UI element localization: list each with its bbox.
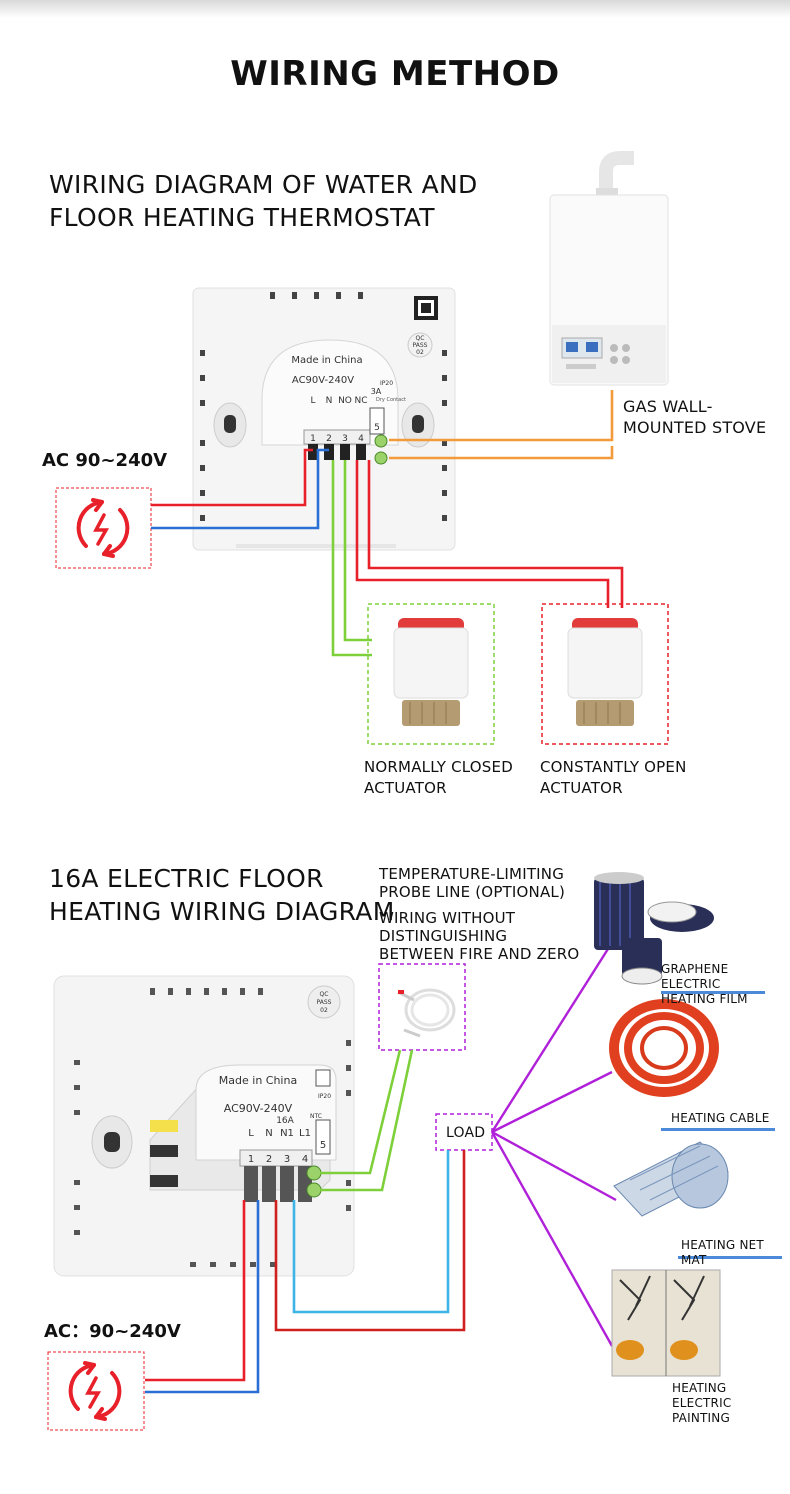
device2-terminal-l: L — [248, 1128, 254, 1139]
nc-actuator-box — [367, 603, 495, 745]
cable-underline — [661, 1128, 775, 1131]
device1-terminal-l: L — [310, 396, 315, 406]
device1-qc-3: 02 — [416, 349, 424, 356]
device1-number-3: 3 — [342, 434, 348, 444]
power-box-2 — [47, 1351, 145, 1431]
nc-actuator-label: NORMALLY CLOSED ACTUATOR — [364, 757, 513, 799]
probe-cable-image — [397, 988, 456, 1038]
device1-terminal-n: N — [326, 396, 333, 406]
device1-terminal-nc: NC — [354, 396, 367, 406]
net-mat-underline — [678, 1256, 782, 1259]
section1-heading-line2: FLOOR HEATING THERMOSTAT — [49, 203, 435, 232]
thermostat1-image — [192, 287, 456, 551]
device1-number-5: 5 — [374, 423, 380, 433]
device2-number-3: 3 — [284, 1154, 290, 1165]
load-electric-painting-label: HEATING ELECTRIC PAINTING — [672, 1381, 790, 1426]
device1-qc-1: QC — [416, 335, 425, 342]
electric-painting-image — [611, 1269, 721, 1377]
device1-made-in: Made in China — [291, 355, 362, 366]
wiring-label: WIRING WITHOUT DISTINGUISHING BETWEEN FI… — [379, 909, 579, 963]
wiring-label-line1: WIRING WITHOUT — [379, 909, 516, 927]
no-actuator-image — [567, 618, 643, 726]
gas-stove-image — [549, 151, 669, 386]
device2-terminal-n: N — [265, 1128, 272, 1139]
device1-current: 3A — [371, 387, 382, 396]
section2-heading-line1: 16A ELECTRIC FLOOR — [49, 864, 324, 893]
stove-label-line1: GAS WALL- — [623, 397, 713, 416]
power-icon-2 — [68, 1361, 122, 1421]
top-shadow — [0, 0, 790, 18]
device2-terminal-l1: L1 — [299, 1128, 311, 1139]
device2-made-in: Made in China — [219, 1074, 297, 1087]
no-actuator-label-line1: CONSTANTLY OPEN — [540, 758, 687, 776]
probe-label-line2: PROBE LINE (OPTIONAL) — [379, 883, 566, 901]
section1-power-label: AC 90~240V — [42, 450, 168, 471]
probe-label-line1: TEMPERATURE-LIMITING — [379, 865, 565, 883]
heating-net-mat-image — [613, 1141, 729, 1217]
device2-number-5: 5 — [320, 1140, 326, 1151]
stove-label-line2: MOUNTED STOVE — [623, 418, 767, 437]
section2-heading-line2: HEATING WIRING DIAGRAM — [49, 897, 395, 926]
page-title: WIRING METHOD — [230, 54, 560, 94]
electric-painting-label-line1: HEATING — [672, 1381, 727, 1395]
device2-number-4: 4 — [302, 1154, 308, 1165]
no-actuator-box — [541, 603, 669, 745]
device1-terminal-no: NO — [338, 396, 352, 406]
device1-number-2: 2 — [326, 434, 332, 444]
probe-label: TEMPERATURE-LIMITING PROBE LINE (OPTIONA… — [379, 865, 565, 901]
device1-dry-contact: Dry Contact — [376, 397, 406, 403]
graphene-film-label-line2: HEATING FILM — [661, 992, 748, 1006]
thermostat2-image — [53, 975, 355, 1277]
device2-terminal-n1: N1 — [280, 1128, 294, 1139]
section1-heading-line1: WIRING DIAGRAM OF WATER AND — [49, 170, 478, 199]
load-net-mat-label: HEATING NET MAT — [681, 1238, 764, 1267]
section1-diagram: Made in China AC90V-240V 3A IP20 Dry Con… — [55, 151, 669, 745]
device2-ip: IP20 — [318, 1093, 331, 1100]
device2-qc-2: PASS — [317, 999, 332, 1006]
wiring-label-line2: DISTINGUISHING — [379, 927, 508, 945]
power-icon-1 — [76, 498, 130, 558]
device1-qc-2: PASS — [413, 342, 428, 349]
load-label: LOAD — [446, 1125, 486, 1141]
device1-number-1: 1 — [310, 434, 316, 444]
device1-number-4: 4 — [358, 434, 364, 444]
device2-qc-3: 02 — [320, 1007, 328, 1014]
film-underline — [661, 991, 765, 994]
nc-actuator-image — [393, 618, 469, 726]
section1-wires — [151, 390, 624, 657]
load-connection-lines — [490, 929, 622, 1347]
nc-actuator-label-line1: NORMALLY CLOSED — [364, 758, 513, 776]
section2-heading: 16A ELECTRIC FLOOR HEATING WIRING DIAGRA… — [49, 862, 395, 928]
section2-power-label: AC：90~240V — [44, 1321, 181, 1342]
load-graphene-film-label: GRAPHENE ELECTRIC HEATING FILM — [661, 962, 790, 1007]
graphene-film-image — [594, 872, 714, 985]
device2-current: 16A — [276, 1116, 294, 1126]
stove-label: GAS WALL- MOUNTED STOVE — [623, 396, 766, 438]
wiring-label-line3: BETWEEN FIRE AND ZERO — [379, 945, 580, 963]
heating-cable-image — [609, 999, 719, 1097]
device2-number-2: 2 — [266, 1154, 272, 1165]
device2-ntc: NTC — [310, 1113, 322, 1120]
power-box-1 — [55, 487, 152, 569]
probe-box — [378, 963, 466, 1051]
electric-painting-label-line2: ELECTRIC PAINTING — [672, 1396, 732, 1425]
no-actuator-label: CONSTANTLY OPEN ACTUATOR — [540, 757, 687, 799]
device2-rating: AC90V-240V — [224, 1102, 293, 1115]
device1-ip: IP20 — [380, 380, 393, 387]
section2-wires — [145, 1049, 466, 1394]
section2-diagram: Made in China AC90V-240V 16A IP20 NTC QC… — [47, 872, 782, 1431]
device1-rating: AC90V-240V — [292, 375, 354, 386]
no-actuator-label-line2: ACTUATOR — [540, 779, 623, 797]
nc-actuator-label-line2: ACTUATOR — [364, 779, 447, 797]
device2-qc-1: QC — [320, 991, 329, 998]
section1-heading: WIRING DIAGRAM OF WATER AND FLOOR HEATIN… — [49, 168, 478, 234]
load-heating-cable-label: HEATING CABLE — [671, 1111, 770, 1125]
device2-number-1: 1 — [248, 1154, 254, 1165]
graphene-film-label-line1: GRAPHENE ELECTRIC — [661, 962, 729, 991]
